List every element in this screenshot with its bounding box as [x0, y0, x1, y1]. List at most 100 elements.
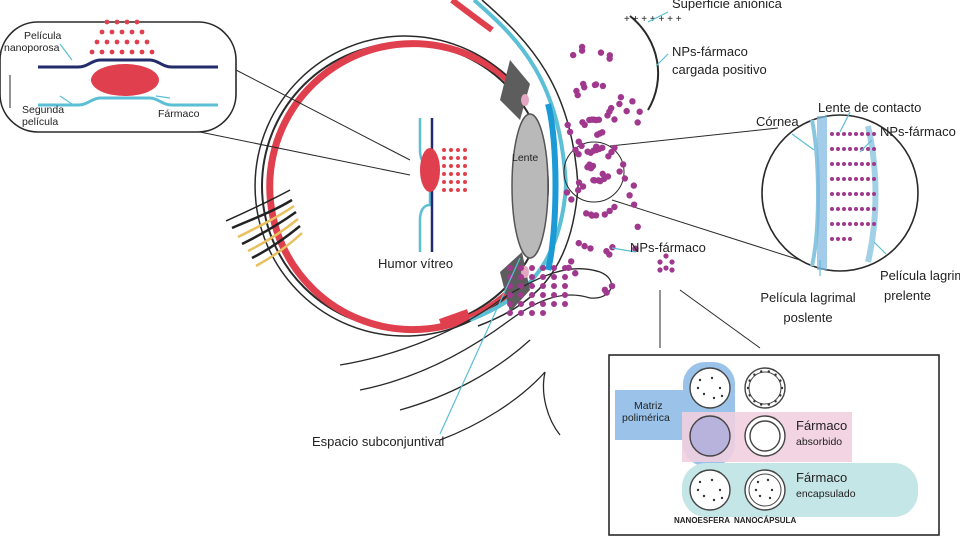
np-dot: [629, 98, 636, 105]
drug-film-inset: [0, 21, 237, 133]
np-dot: [848, 147, 852, 151]
np-dot: [626, 192, 633, 199]
np-dot: [562, 274, 568, 280]
np-dot: [456, 180, 460, 184]
np-dot: [663, 265, 669, 271]
label-cornea: Córnea: [756, 114, 799, 129]
np-dot: [442, 148, 446, 152]
np-dot: [842, 192, 846, 196]
np-dot: [593, 143, 600, 150]
np-dot: [124, 39, 130, 45]
np-dot: [830, 237, 834, 241]
np-dot: [114, 39, 120, 45]
np-dot: [551, 301, 557, 307]
np-dot: [854, 207, 858, 211]
np-dot: [139, 29, 145, 35]
label-pelicula-2: nanoporosa: [4, 42, 60, 54]
np-dot: [601, 286, 609, 294]
panel-dot: [754, 488, 758, 492]
np-dot: [442, 156, 446, 160]
np-dot: [854, 177, 858, 181]
np-dot: [619, 161, 627, 168]
np-dot: [860, 177, 864, 181]
panel-dot: [718, 488, 722, 492]
np-dot: [848, 177, 852, 181]
np-dot: [860, 132, 864, 136]
np-dot: [562, 301, 568, 307]
np-dot: [581, 121, 588, 129]
np-dot: [860, 192, 864, 196]
np-dot: [860, 222, 864, 226]
np-dot: [630, 182, 638, 189]
np-dot: [848, 192, 852, 196]
np-dot: [529, 292, 535, 298]
np-dot: [842, 237, 846, 241]
np-dot: [529, 274, 535, 280]
np-dot: [872, 207, 876, 211]
np-dot: [581, 84, 588, 91]
np-dot: [540, 292, 546, 298]
np-dot: [568, 196, 575, 203]
np-dot: [854, 147, 858, 151]
np-dot: [587, 245, 594, 252]
panel-dot: [712, 498, 716, 502]
panel-dot: [768, 496, 772, 500]
np-dot: [866, 207, 870, 211]
np-dot: [872, 162, 876, 166]
np-dot: [149, 49, 155, 55]
np-dot: [134, 19, 140, 25]
label-nps-farmaco-middle: NPs-fármaco: [630, 240, 706, 255]
np-dot: [599, 129, 606, 136]
np-dot: [518, 265, 524, 271]
np-dot: [442, 188, 446, 192]
np-dot: [551, 283, 557, 289]
np-dot: [540, 310, 546, 316]
panel-dot: [753, 373, 756, 376]
np-dot: [551, 265, 557, 271]
np-dot: [456, 188, 460, 192]
np-dot: [569, 51, 577, 59]
np-dot: [540, 301, 546, 307]
np-dot: [540, 265, 546, 271]
np-dot: [848, 132, 852, 136]
np-dot: [518, 274, 524, 280]
panel-dot: [770, 488, 774, 492]
np-dot: [616, 100, 623, 108]
np-dot: [99, 29, 105, 35]
panel-dot: [698, 480, 702, 484]
label-segunda-1: Segunda: [22, 104, 65, 116]
np-dot: [848, 162, 852, 166]
np-dot: [564, 121, 571, 129]
panel-dot: [753, 400, 756, 403]
np-dot: [562, 265, 568, 271]
np-dot: [109, 49, 115, 55]
np-dot: [830, 147, 834, 151]
panel-dot: [767, 370, 770, 373]
np-dot: [860, 147, 864, 151]
np-dot: [592, 116, 600, 124]
panel-dot: [698, 378, 702, 382]
np-dot: [567, 258, 575, 265]
np-dot: [609, 244, 616, 251]
panel-dot: [702, 392, 706, 396]
np-dot: [866, 222, 870, 226]
np-dot: [582, 210, 590, 217]
np-dot: [663, 253, 669, 259]
np-dot: [529, 283, 535, 289]
np-dot: [579, 183, 587, 190]
np-dot: [606, 207, 613, 215]
np-dot: [611, 203, 618, 211]
label-prelente-2: prelente: [884, 288, 931, 303]
np-dot: [442, 180, 446, 184]
panel-dot: [760, 403, 763, 406]
np-dot: [529, 301, 535, 307]
np-dot: [463, 148, 467, 152]
np-dot: [866, 192, 870, 196]
lens-shape: [511, 113, 549, 259]
panel-dot: [756, 480, 760, 484]
np-dot: [507, 310, 513, 316]
np-dot: [124, 19, 130, 25]
np-dot: [616, 168, 623, 175]
np-dot: [848, 207, 852, 211]
label-farmaco-inset: Fármaco: [158, 108, 200, 120]
